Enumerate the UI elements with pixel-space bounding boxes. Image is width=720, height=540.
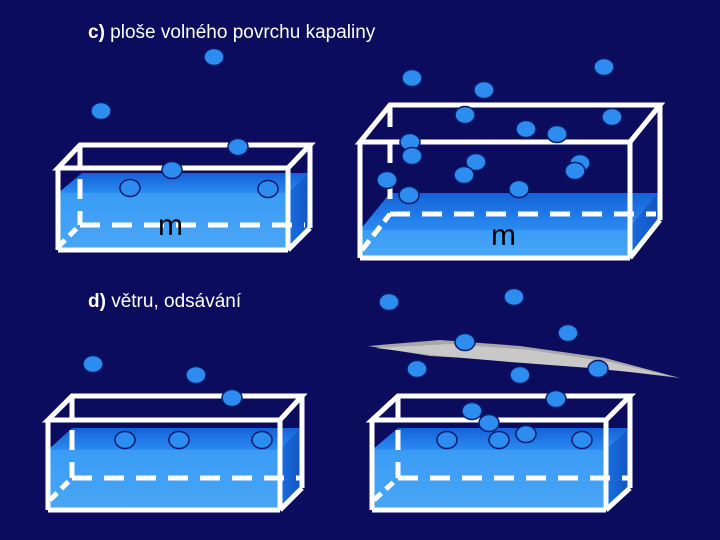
droplet xyxy=(82,354,104,374)
droplet xyxy=(221,388,243,408)
heading-surface-area-text: ploše volného povrchu kapaliny xyxy=(104,22,376,43)
heading-wind: d) větru, odsávání xyxy=(88,291,241,313)
droplet xyxy=(545,389,567,409)
tank-with-wind xyxy=(365,393,637,513)
droplet xyxy=(546,124,568,144)
droplet xyxy=(114,430,136,450)
water-surface xyxy=(360,193,658,230)
droplet xyxy=(478,413,500,433)
droplet xyxy=(473,80,495,100)
droplets xyxy=(82,47,623,450)
droplet xyxy=(454,332,476,352)
droplet xyxy=(515,424,537,444)
droplet xyxy=(401,68,423,88)
mass-label-large-tank: m xyxy=(491,219,516,252)
droplet xyxy=(406,359,428,379)
droplet xyxy=(509,365,531,385)
droplet xyxy=(571,430,593,450)
droplet xyxy=(257,179,279,199)
mass-label-small-tank: m xyxy=(158,209,183,242)
heading-surface-area: c) ploše volného povrchu kapaliny xyxy=(88,22,375,44)
droplet xyxy=(515,119,537,139)
droplet xyxy=(601,107,623,127)
droplet xyxy=(454,105,476,125)
heading-surface-area-label: c) xyxy=(88,22,105,43)
droplet xyxy=(161,160,183,180)
droplet xyxy=(401,146,423,166)
tank-no-wind xyxy=(41,393,308,513)
droplet xyxy=(564,161,586,181)
droplet xyxy=(436,430,458,450)
water-side xyxy=(628,193,658,257)
tank-large-surface xyxy=(354,102,666,261)
heading-wind-label: d) xyxy=(88,291,106,312)
droplet xyxy=(90,101,112,121)
water-body xyxy=(58,193,288,250)
droplet xyxy=(453,165,475,185)
droplet xyxy=(593,57,615,77)
droplet xyxy=(227,137,249,157)
droplet xyxy=(203,47,225,67)
droplet xyxy=(398,185,420,205)
droplet xyxy=(503,287,525,307)
droplet xyxy=(465,152,487,172)
droplet xyxy=(185,365,207,385)
water-side xyxy=(280,428,302,510)
droplet xyxy=(168,430,190,450)
droplet xyxy=(461,401,483,421)
heading-wind-text: větru, odsávání xyxy=(105,291,242,312)
droplet xyxy=(251,430,273,450)
droplet xyxy=(376,170,398,190)
water-body xyxy=(360,230,628,257)
droplet xyxy=(488,430,510,450)
droplet xyxy=(557,323,579,343)
droplet xyxy=(119,178,141,198)
water-side xyxy=(606,428,630,510)
droplet xyxy=(508,179,530,199)
droplet xyxy=(587,359,609,379)
droplet xyxy=(378,292,400,312)
